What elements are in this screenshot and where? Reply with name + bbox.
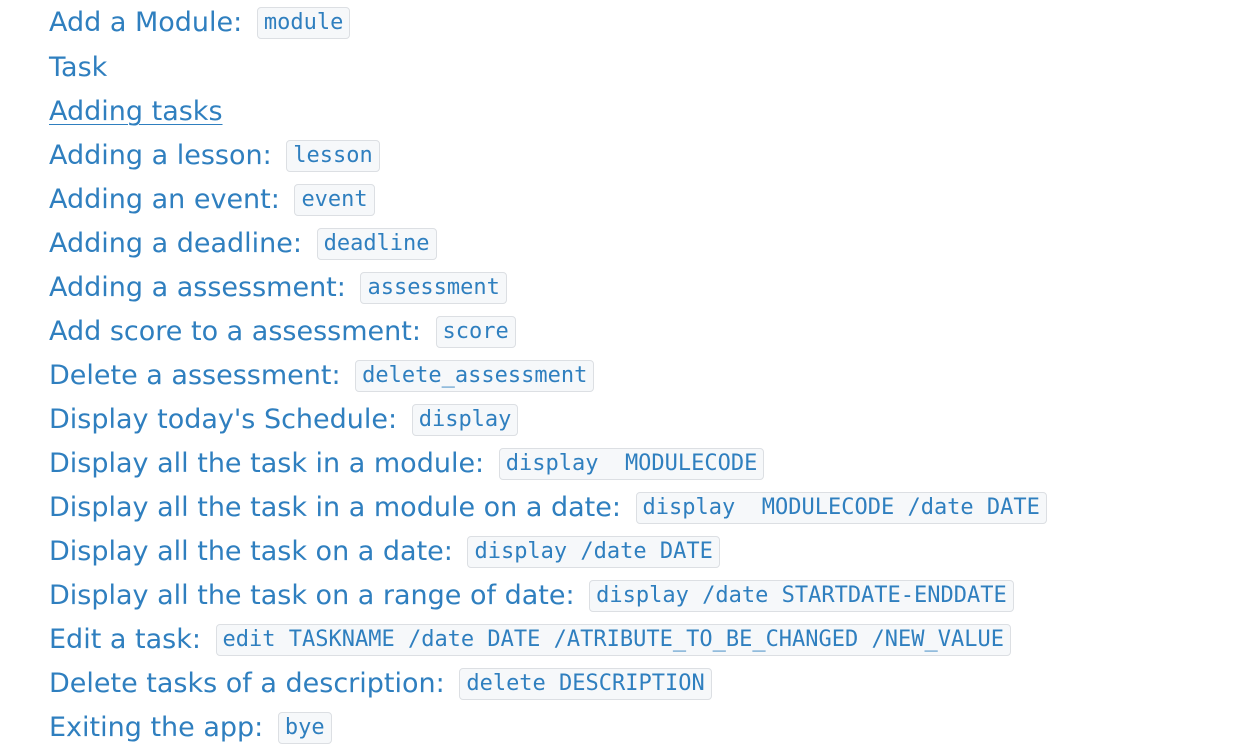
list-item-display-date: Display all the task on a date: display … xyxy=(49,530,1047,574)
list-item-adding-event: Adding an event: event xyxy=(49,178,1047,222)
item-label: Adding a assessment: xyxy=(49,272,355,303)
command-summary-list: Add a Module: module Task Adding tasks A… xyxy=(49,0,1047,750)
item-label: Delete tasks of a description: xyxy=(49,668,454,699)
item-label: Display all the task on a date: xyxy=(49,536,462,567)
command-code: lesson xyxy=(286,139,380,172)
list-item-add-score: Add score to a assessment: score xyxy=(49,310,1047,354)
command-code: edit TASKNAME /date DATE /ATRIBUTE_TO_BE… xyxy=(215,623,1011,656)
item-label: Edit a task: xyxy=(49,624,210,655)
list-item-delete-description: Delete tasks of a description: delete DE… xyxy=(49,662,1047,706)
command-code: bye xyxy=(277,711,332,744)
item-label: Task xyxy=(49,52,108,83)
list-item-adding-assessment: Adding a assessment: assessment xyxy=(49,266,1047,310)
command-code: event xyxy=(294,183,375,216)
item-label: Adding an event: xyxy=(49,184,289,215)
command-code: display MODULECODE /date DATE xyxy=(635,491,1047,524)
item-label: Display today's Schedule: xyxy=(49,404,406,435)
command-code: display /date STARTDATE-ENDDATE xyxy=(589,579,1014,612)
command-code: deadline xyxy=(316,227,437,260)
item-label: Display all the task in a module: xyxy=(49,448,493,479)
adding-tasks-link[interactable]: Adding tasks xyxy=(49,96,223,127)
item-label: Add score to a assessment: xyxy=(49,316,430,347)
list-item-display-date-range: Display all the task on a range of date:… xyxy=(49,574,1047,618)
item-label: Display all the task in a module on a da… xyxy=(49,492,630,523)
list-item-task: Task xyxy=(49,46,1047,90)
command-code: display xyxy=(411,403,519,436)
command-code: delete_assessment xyxy=(355,359,595,392)
command-code: module xyxy=(256,6,351,39)
command-code: delete DESCRIPTION xyxy=(459,667,712,700)
list-item-display-module: Display all the task in a module: displa… xyxy=(49,442,1047,486)
item-label: Adding a deadline: xyxy=(49,228,311,259)
command-code: assessment xyxy=(360,271,507,304)
list-item-display-module-date: Display all the task in a module on a da… xyxy=(49,486,1047,530)
list-item-exit-app: Exiting the app: bye xyxy=(49,706,1047,750)
list-item-adding-lesson: Adding a lesson: lesson xyxy=(49,134,1047,178)
list-item-add-module: Add a Module: module xyxy=(49,0,1047,46)
list-item-adding-deadline: Adding a deadline: deadline xyxy=(49,222,1047,266)
item-label: Exiting the app: xyxy=(49,712,272,743)
command-code: display MODULECODE xyxy=(498,447,765,480)
list-item-edit-task: Edit a task: edit TASKNAME /date DATE /A… xyxy=(49,618,1047,662)
item-label: Display all the task on a range of date: xyxy=(49,580,584,611)
item-label: Delete a assessment: xyxy=(49,360,350,391)
list-item-adding-tasks[interactable]: Adding tasks xyxy=(49,90,1047,134)
command-code: score xyxy=(435,315,516,348)
item-label: Adding a lesson: xyxy=(49,140,281,171)
item-label: Add a Module: xyxy=(49,7,251,38)
list-item-delete-assessment: Delete a assessment: delete_assessment xyxy=(49,354,1047,398)
list-item-display-today: Display today's Schedule: display xyxy=(49,398,1047,442)
command-code: display /date DATE xyxy=(467,535,720,568)
